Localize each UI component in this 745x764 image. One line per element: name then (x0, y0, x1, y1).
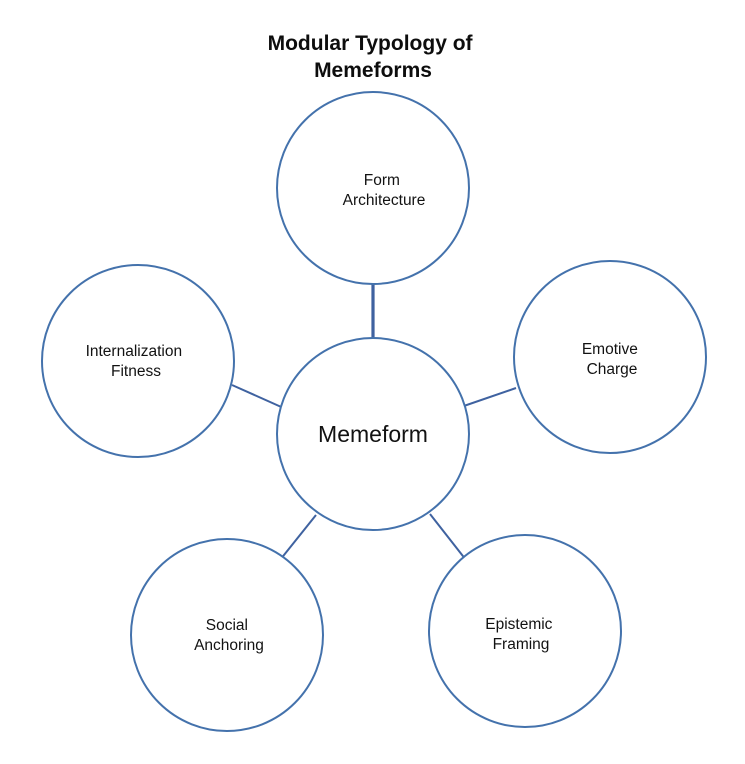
node-label-emotive-charge-line2: Charge (587, 361, 638, 378)
connector-hub-to-epistemic-framing (429, 513, 467, 561)
node-form-architecture[interactable]: Form Architecture (276, 91, 470, 285)
node-label-emotive-charge-line1: Emotive (582, 341, 638, 358)
connector-group (231, 284, 517, 561)
node-group: Form Architecture Emotive Charge Epistem… (41, 91, 707, 732)
node-circle-epistemic-framing[interactable] (428, 534, 622, 728)
diagram-title-line1: Modular Typology of (268, 32, 474, 55)
node-label-internalization-fitness-line2: Fitness (111, 363, 161, 380)
node-circle-internalization-fitness[interactable] (41, 264, 235, 458)
node-label-internalization-fitness: Internalization Fitness (86, 343, 187, 380)
diagram-title-line2: Memeforms (314, 59, 432, 82)
node-label-form-architecture-line1: Form (364, 172, 400, 189)
diagram-title: Modular Typology of Memeforms (268, 32, 479, 82)
connector-hub-to-social-anchoring (279, 514, 317, 561)
node-circle-hub-memeform[interactable] (276, 337, 470, 531)
node-emotive-charge[interactable]: Emotive Charge (513, 260, 707, 454)
node-label-hub-memeform: Memeform (318, 421, 428, 447)
node-internalization-fitness[interactable]: Internalization Fitness (41, 264, 235, 458)
node-label-social-anchoring: Social Anchoring (194, 617, 264, 654)
node-label-form-architecture: Form Architecture (343, 172, 426, 209)
connector-hub-to-internalization-fitness (231, 384, 289, 411)
node-social-anchoring[interactable]: Social Anchoring (130, 538, 324, 732)
node-label-emotive-charge: Emotive Charge (582, 341, 642, 378)
node-label-epistemic-framing-line1: Epistemic (485, 616, 552, 633)
node-label-form-architecture-line2: Architecture (343, 192, 426, 209)
node-epistemic-framing[interactable]: Epistemic Framing (428, 534, 622, 728)
connector-hub-to-emotive-charge (457, 387, 517, 409)
node-label-social-anchoring-line2: Anchoring (194, 637, 264, 654)
node-label-internalization-fitness-line1: Internalization (86, 343, 183, 360)
node-label-epistemic-framing: Epistemic Framing (485, 616, 557, 653)
node-circle-emotive-charge[interactable] (513, 260, 707, 454)
node-hub-memeform[interactable]: Memeform (276, 337, 470, 531)
node-circle-form-architecture[interactable] (276, 91, 470, 285)
node-label-epistemic-framing-line2: Framing (493, 636, 550, 653)
node-circle-social-anchoring[interactable] (130, 538, 324, 732)
node-label-social-anchoring-line1: Social (206, 617, 248, 634)
